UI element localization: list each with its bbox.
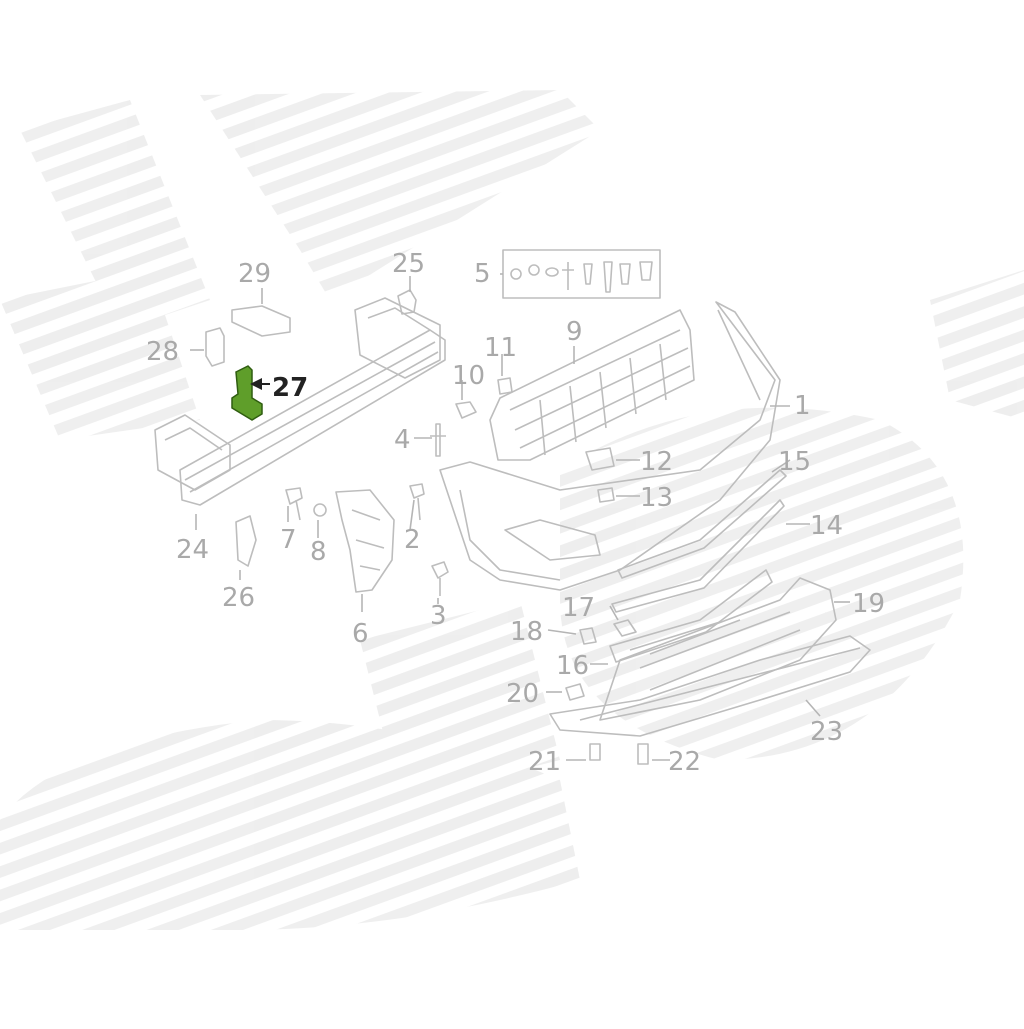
clip-28[interactable] (205, 327, 225, 367)
clip-17[interactable] (613, 619, 637, 637)
callout-18: 18 (510, 617, 543, 647)
callout-9: 9 (566, 317, 583, 347)
screw-2[interactable] (409, 483, 425, 521)
side-bracket-6[interactable] (335, 489, 395, 593)
screw-3[interactable] (431, 561, 449, 596)
bolt-21[interactable] (589, 743, 601, 761)
callout-24: 24 (176, 535, 209, 565)
callout-27: 27 (272, 373, 308, 403)
bolt-25[interactable] (397, 289, 417, 315)
callout-19: 19 (852, 589, 885, 619)
callout-14: 14 (810, 511, 843, 541)
callout-11: 11 (484, 333, 517, 363)
trim-strip-15[interactable] (617, 469, 787, 579)
callout-12: 12 (640, 447, 673, 477)
callout-22: 22 (668, 747, 701, 777)
fastener-kit-5[interactable] (502, 249, 661, 299)
callout-13: 13 (640, 483, 673, 513)
bolt-7[interactable] (285, 487, 303, 521)
callout-28: 28 (146, 337, 179, 367)
callout-7: 7 (280, 525, 297, 555)
bolt-22[interactable] (637, 743, 649, 765)
nut-8[interactable] (313, 503, 327, 517)
skid-plate-19[interactable] (599, 577, 837, 721)
callout-23: 23 (810, 717, 843, 747)
callout-1: 1 (794, 391, 811, 421)
clip-20[interactable] (565, 683, 585, 701)
callout-20: 20 (506, 679, 539, 709)
bracket-26[interactable] (235, 515, 257, 567)
callout-15: 15 (778, 447, 811, 477)
callout-17: 17 (562, 593, 595, 623)
clip-12[interactable] (585, 447, 615, 471)
clip-18[interactable] (579, 627, 597, 645)
highlighted-bracket[interactable] (231, 365, 263, 421)
callout-25: 25 (392, 249, 425, 279)
callout-10: 10 (452, 361, 485, 391)
callout-21: 21 (528, 747, 561, 777)
lower-panel-23[interactable] (549, 635, 871, 737)
trim-strip-14[interactable] (611, 499, 785, 613)
bolt-10[interactable] (455, 401, 477, 419)
bumper-cover-1[interactable] (439, 301, 781, 591)
lower-grille-16[interactable] (609, 569, 773, 663)
grille-9[interactable] (489, 309, 695, 461)
clip-13[interactable] (597, 487, 615, 503)
bumper-beam[interactable] (154, 297, 446, 506)
callout-labels: 29 28 27 25 5 9 11 10 4 1 12 15 13 14 19… (146, 249, 885, 777)
callout-2: 2 (404, 525, 421, 555)
callout-26: 26 (222, 583, 255, 613)
leader-lines (190, 273, 850, 761)
clip-11[interactable] (497, 377, 513, 395)
callout-5: 5 (474, 259, 491, 289)
callout-4: 4 (394, 425, 411, 455)
callout-29: 29 (238, 259, 271, 289)
callout-3: 3 (430, 601, 447, 631)
callout-8: 8 (310, 537, 327, 567)
callout-6: 6 (352, 619, 369, 649)
bracket-29[interactable] (231, 305, 291, 337)
pin-4[interactable] (430, 423, 446, 457)
callout-16: 16 (556, 651, 589, 681)
watermark (0, 90, 1024, 930)
